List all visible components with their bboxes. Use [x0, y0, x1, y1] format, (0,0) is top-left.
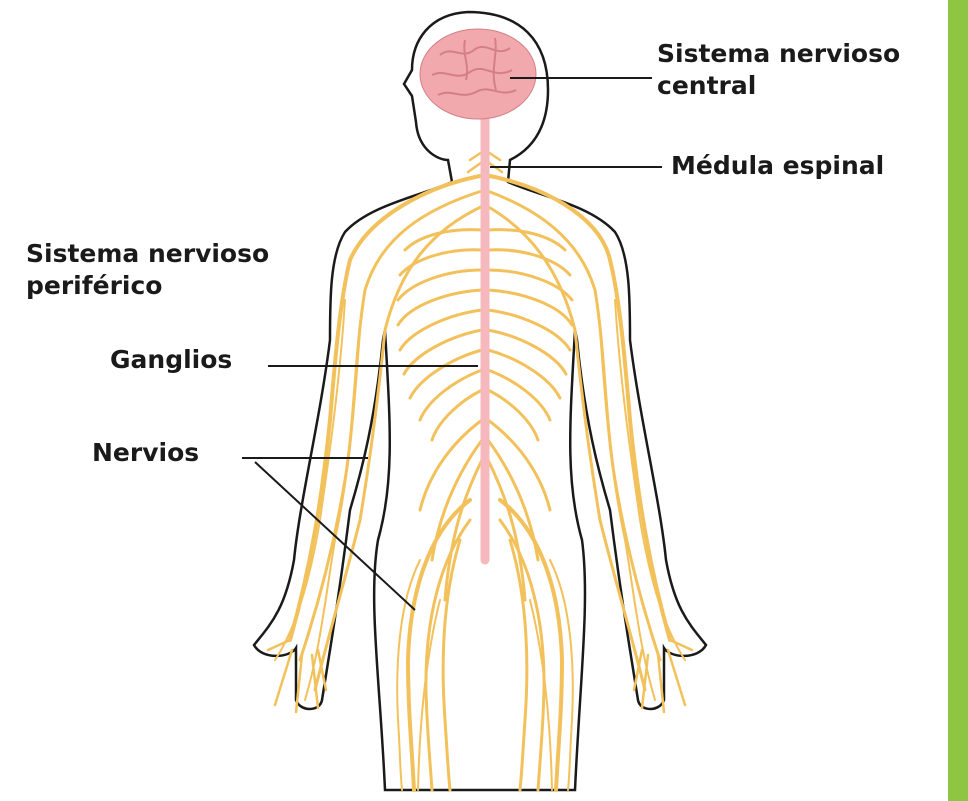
label-pns-line2: periférico: [26, 270, 269, 302]
brain: [420, 29, 536, 119]
label-cns-line1: Sistema nervioso: [657, 38, 900, 70]
label-ganglia: Ganglios: [110, 344, 232, 376]
label-nerves: Nervios: [92, 437, 199, 469]
label-spinal-cord: Médula espinal: [671, 150, 884, 182]
label-central-nervous-system: Sistema nervioso central: [657, 38, 900, 102]
label-cns-line2: central: [657, 70, 900, 102]
label-pns-line1: Sistema nervioso: [26, 238, 269, 270]
label-peripheral-nervous-system: Sistema nervioso periférico: [26, 238, 269, 302]
